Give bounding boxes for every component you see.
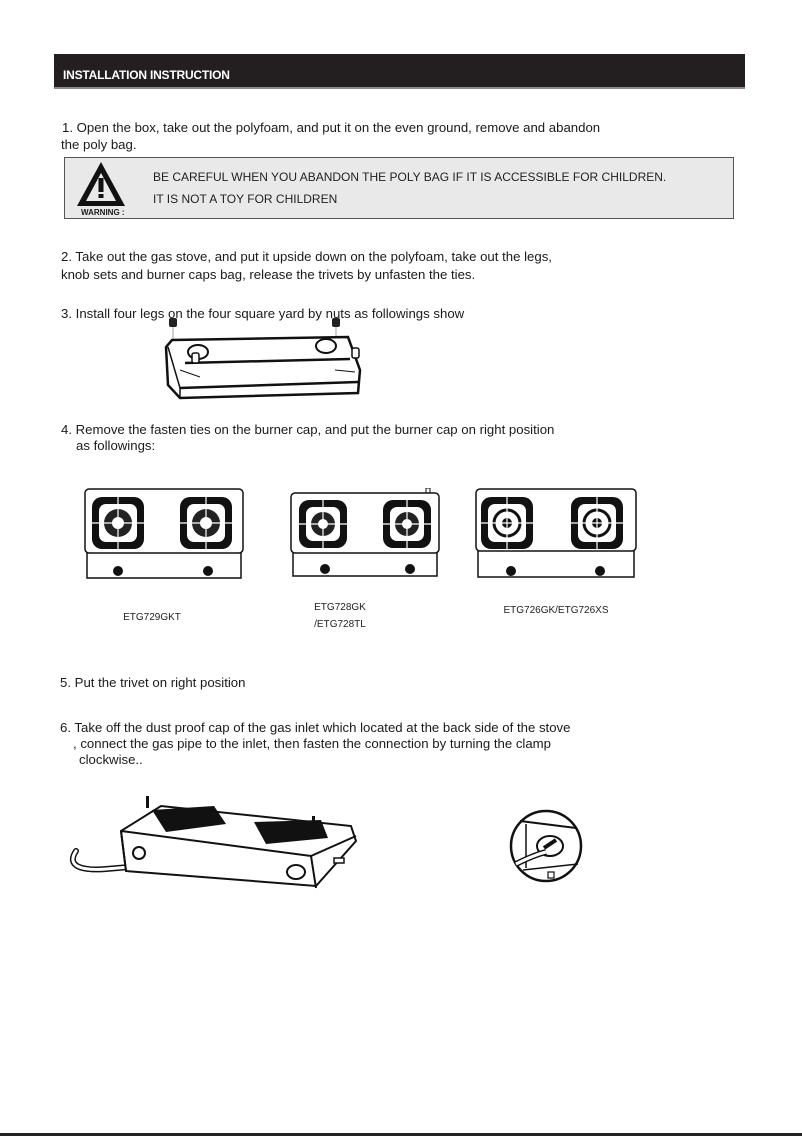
model-label-etg728gk: ETG728GK /ETG728TL [280, 599, 400, 633]
stove-gas-pipe-illustration [69, 796, 358, 889]
warning-line-1: BE CAREFUL WHEN YOU ABANDON THE POLY BAG… [153, 170, 667, 184]
section-title: INSTALLATION INSTRUCTION [63, 68, 230, 82]
model-label-etg729gkt: ETG729GKT [100, 609, 204, 626]
stove-etg729gkt-illustration [84, 488, 244, 579]
model-label-etg726gk: ETG726GK/ETG726XS [490, 602, 622, 619]
gas-inlet-detail-illustration [509, 809, 583, 883]
step-6-line-1: 6. Take off the dust proof cap of the ga… [60, 720, 571, 735]
step-6-line-3: clockwise.. [79, 752, 143, 767]
step-5-line-1: 5. Put the trivet on right position [60, 675, 246, 690]
step-4-line-2: as followings: [76, 438, 156, 453]
step-4-line-1: 4. Remove the fasten ties on the burner … [61, 422, 555, 437]
bottom-rule [0, 1133, 802, 1136]
step-2-line-2: knob sets and burner caps bag, release t… [61, 267, 476, 282]
warning-box: WARNING : BE CAREFUL WHEN YOU ABANDON TH… [64, 157, 734, 219]
step-1-line-2: the poly bag. [61, 137, 137, 152]
model-label-line: ETG728GK [314, 602, 366, 613]
step-3-line-1: 3. Install four legs on the four square … [61, 306, 465, 321]
step-6-line-2: , connect the gas pipe to the inlet, the… [73, 736, 551, 751]
section-header-bar: INSTALLATION INSTRUCTION [54, 54, 745, 89]
warning-triangle-icon [77, 162, 125, 206]
model-label-line: ETG726GK/ETG726XS [503, 605, 609, 616]
stove-frame-legs-illustration [164, 318, 362, 400]
stove-etg726gk-illustration [475, 488, 637, 578]
warning-label: WARNING : [81, 208, 125, 217]
step-2-line-1: 2. Take out the gas stove, and put it up… [61, 249, 552, 264]
model-label-line: /ETG728TL [314, 619, 366, 630]
stove-etg728gk-illustration [290, 488, 440, 577]
model-label-line: ETG729GKT [123, 612, 181, 623]
warning-line-2: IT IS NOT A TOY FOR CHILDREN [153, 192, 338, 206]
step-1-line-1: 1. Open the box, take out the polyfoam, … [62, 120, 601, 135]
